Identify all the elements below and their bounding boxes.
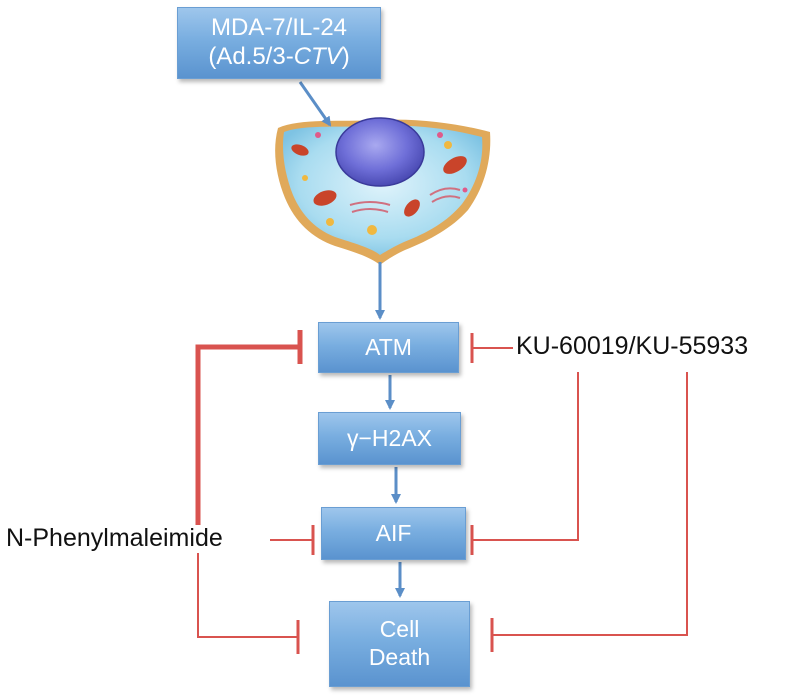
node-aif: AIF	[321, 507, 466, 560]
vesicle-icon	[302, 141, 452, 235]
arrow-input-to-cell	[298, 81, 332, 127]
activation-arrows	[298, 81, 405, 598]
node-atm-label: ATM	[365, 333, 412, 360]
ku-to-aif-line	[472, 372, 579, 541]
node-cell-death: Cell Death	[329, 601, 470, 687]
node-h2ax-label: γ−H2AX	[346, 424, 432, 451]
node-mda7-line2: (Ad.5/3-CTV)	[208, 43, 350, 70]
node-gamma-h2ax: γ−H2AX	[318, 412, 461, 465]
inhibitor-nphenylmaleimide-label: N-Phenylmaleimide	[6, 524, 223, 552]
node-mda7-line1: MDA-7/IL-24	[210, 14, 348, 42]
node-cell-death-line1: Cell	[379, 616, 420, 643]
node-cell-death-line2: Death	[368, 644, 431, 670]
node-atm: ATM	[318, 322, 459, 373]
cell-illustration	[275, 117, 491, 266]
inhibitor-ku-label: KU-60019/KU-55933	[516, 332, 749, 360]
inhibition-lines	[195, 330, 688, 654]
node-mda7-il24: MDA-7/IL-24 (Ad.5/3-CTV)	[177, 7, 381, 79]
ku-to-cell-death-line	[492, 372, 688, 636]
node-aif-label: AIF	[375, 519, 412, 546]
golgi-icon	[349, 187, 461, 213]
ribosome-icon	[315, 132, 468, 193]
nphenyl-to-cell-death-line	[197, 553, 298, 638]
nucleus-icon	[336, 118, 424, 186]
mitochondria-icon	[291, 144, 467, 217]
nphenyl-to-atm-line	[195, 344, 300, 525]
